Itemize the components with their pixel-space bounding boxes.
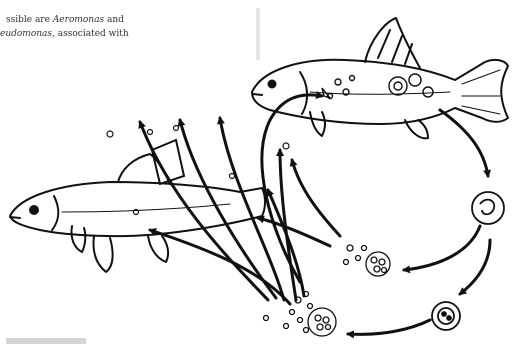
arrow-icon bbox=[404, 226, 480, 270]
infected-fish-icon bbox=[252, 18, 508, 138]
arrow-icon bbox=[258, 218, 330, 246]
arrow-icon bbox=[440, 110, 488, 176]
arrow-icon bbox=[150, 230, 290, 304]
cyst-icon bbox=[432, 302, 460, 330]
arrow-icon bbox=[348, 320, 430, 334]
dispersal-arrows bbox=[140, 95, 340, 304]
cycle-arrows bbox=[348, 110, 490, 334]
spore-cluster-icon bbox=[344, 245, 391, 276]
spore-cluster-icon bbox=[322, 74, 433, 99]
arrow-icon bbox=[292, 160, 340, 236]
cyst-icon bbox=[472, 192, 504, 224]
footer-smear bbox=[6, 338, 86, 344]
